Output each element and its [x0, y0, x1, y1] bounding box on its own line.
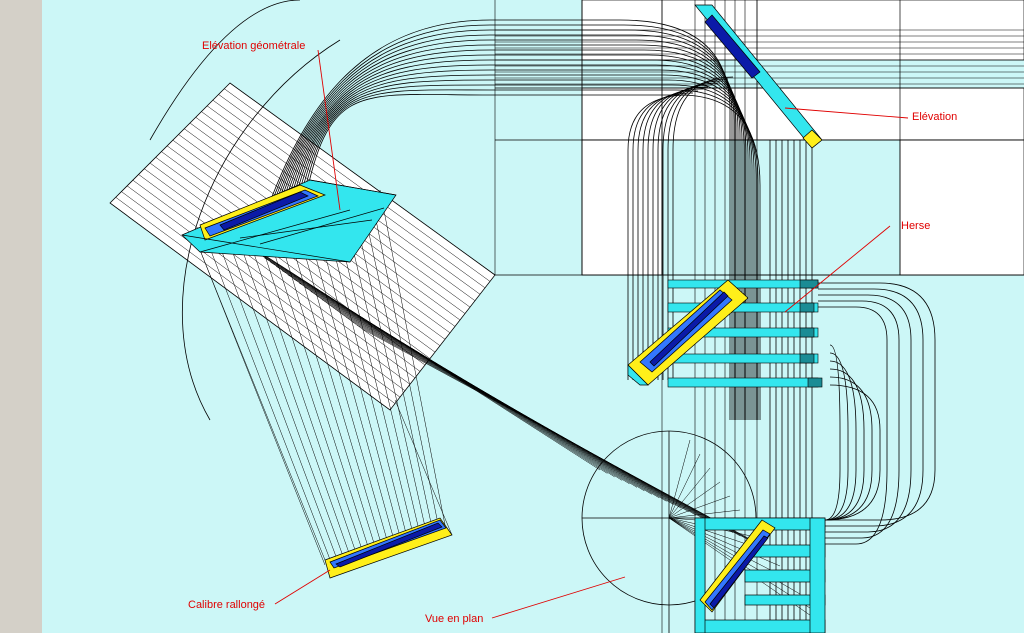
calibre-line [379, 189, 446, 526]
leader-elevation-geometrale [317, 49, 341, 211]
inner-loop [824, 384, 881, 521]
leader-lines [274, 49, 909, 619]
label-herse: Herse [901, 220, 930, 232]
stereotomy-drawing: Elévation géométrale Elévation Herse Cal… [42, 0, 1024, 633]
diagonal-projection-lines [229, 232, 821, 623]
block-line [224, 88, 491, 282]
right-arc [652, 84, 714, 380]
label-calibre-rallonge: Calibre rallongé [188, 599, 265, 611]
inner-loop [824, 352, 849, 521]
calibre-line [303, 215, 395, 542]
herse-voussoir [627, 279, 749, 386]
leader-elevation [784, 107, 909, 119]
herse-loop [818, 300, 900, 539]
block-line [132, 179, 411, 385]
inner-arc [181, 39, 341, 421]
outer-arc [149, 0, 301, 141]
calibre-line [275, 224, 376, 549]
right-arc [647, 86, 709, 380]
inner-loop [824, 344, 841, 521]
block-line [109, 202, 391, 411]
top-arc [262, 24, 733, 420]
leader-calibre [274, 569, 331, 605]
label-elevation-geometrale: Elévation géométrale [202, 40, 305, 52]
radial-line [668, 517, 781, 567]
calibre-edge [394, 399, 453, 536]
radial-line [668, 439, 691, 519]
inner-loop [824, 368, 865, 521]
calibre-line [247, 234, 357, 555]
calibre-line [209, 246, 332, 563]
calibre-line [351, 199, 427, 532]
label-vue-en-plan: Vue en plan [425, 613, 483, 625]
calibre-line [199, 249, 326, 566]
elevation-geometrale-voussoir [181, 179, 397, 263]
label-elevation: Elévation [912, 111, 957, 123]
calibre-edge [199, 249, 326, 561]
calibre-line [237, 237, 351, 557]
top-arc [265, 29, 735, 420]
block-line [138, 174, 416, 379]
window-left-frame [0, 0, 43, 633]
herse-loop [818, 282, 936, 521]
plan-voussoir [699, 519, 776, 613]
calibre-rallonge-voussoir [324, 517, 453, 579]
leader-herse [784, 225, 891, 313]
right-arc [667, 78, 729, 380]
calibre-line [218, 243, 338, 561]
diag-line [362, 328, 771, 551]
calibre-line [370, 193, 439, 528]
calibre-line [285, 221, 383, 547]
radial-line [668, 495, 731, 519]
radial-line [668, 467, 711, 519]
inner-loop [824, 376, 873, 521]
calibre-line [322, 208, 408, 538]
inner-loop [824, 360, 857, 521]
top-arc [304, 94, 761, 420]
calibre-line [294, 218, 389, 545]
right-arc [662, 80, 724, 380]
herse-loop [818, 294, 912, 533]
block-line [115, 197, 396, 404]
block-line [229, 82, 496, 276]
drawing-canvas[interactable]: Elévation géométrale Elévation Herse Cal… [42, 0, 1024, 633]
calibre-line [256, 230, 364, 553]
radial-line [668, 481, 721, 519]
calibre-line [228, 240, 345, 559]
herse-loops [818, 282, 936, 545]
leader-vue-en-plan [491, 576, 626, 619]
calibre-line [266, 227, 370, 551]
calibre-line [341, 202, 420, 534]
herse-loop [818, 306, 888, 545]
calibre-line [360, 196, 433, 530]
elevation-piece [694, 4, 823, 149]
radial-line [668, 509, 741, 519]
calibre-line [313, 212, 402, 540]
